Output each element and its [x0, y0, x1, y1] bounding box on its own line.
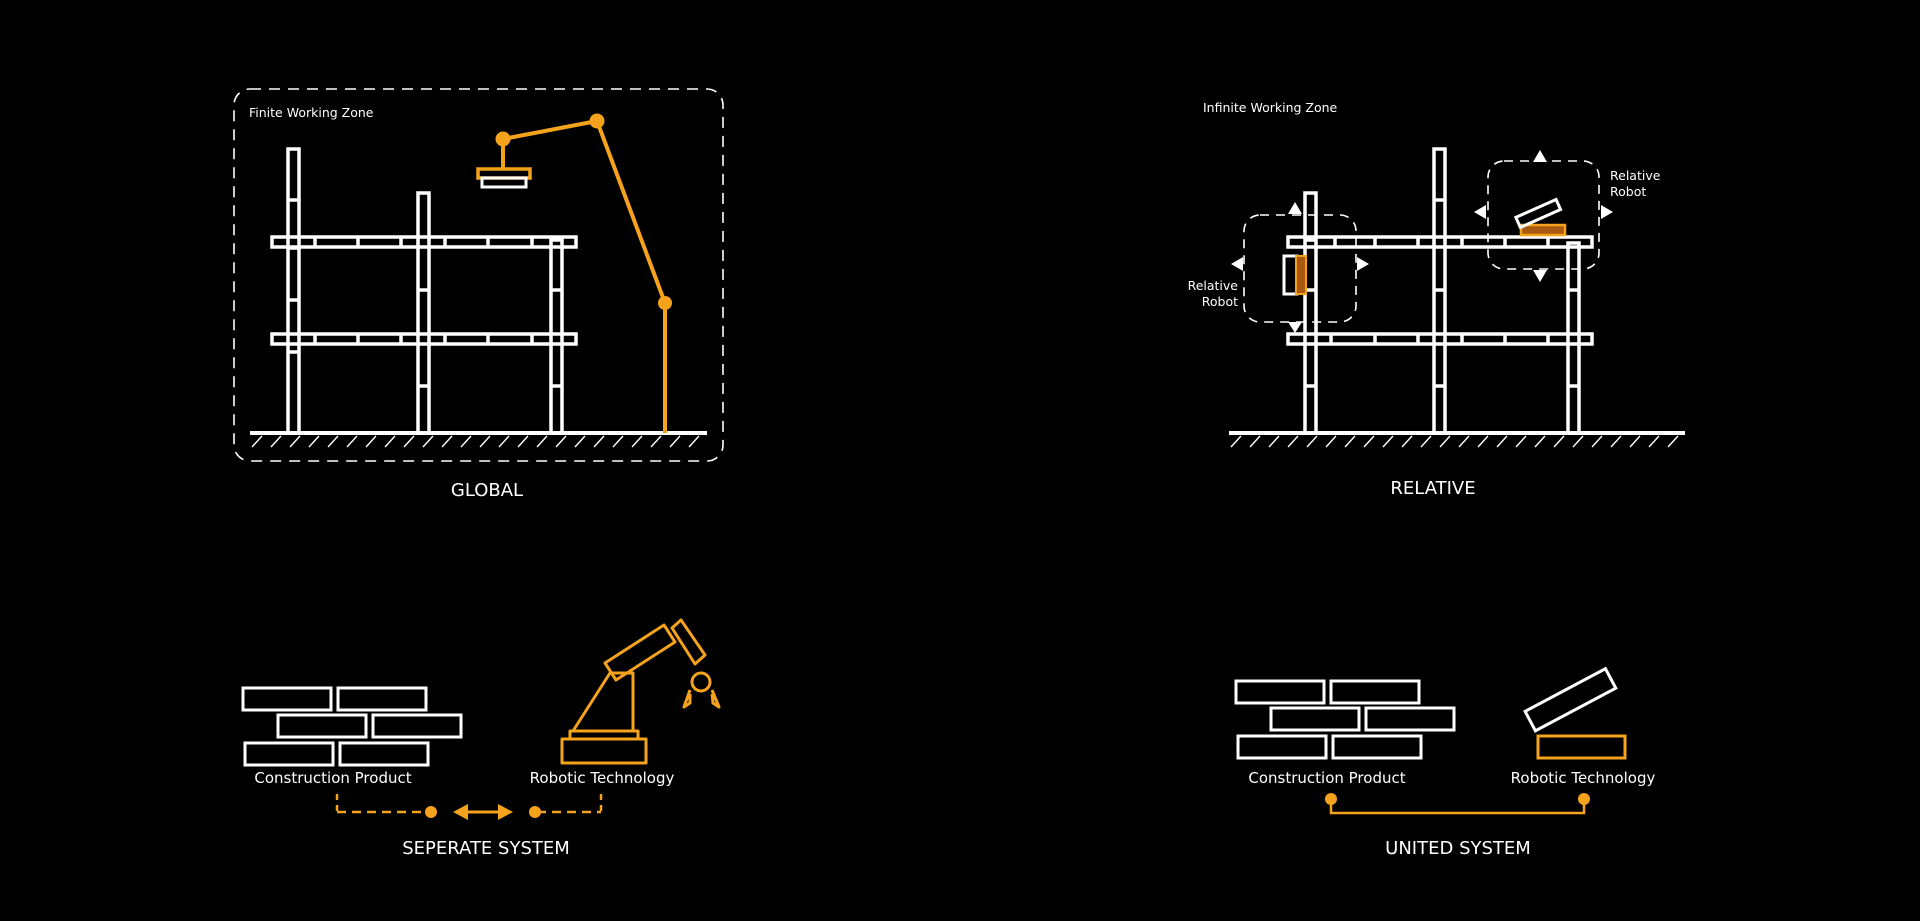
global-diagram: Finite Working Zone — [233, 88, 724, 501]
united-connector-node-right — [1578, 793, 1590, 805]
united-connector — [1329, 799, 1586, 815]
infinite-working-zone-label: Infinite Working Zone — [1203, 100, 1338, 115]
separate-system-diagram: Construction Product Robotic Technology … — [241, 618, 721, 859]
relative-robot-left-label-line1: Relative — [1188, 278, 1239, 293]
united-system-caption: UNITED SYSTEM — [1385, 838, 1531, 859]
separate-construction-product-label: Construction Product — [254, 769, 411, 787]
united-brick-stack — [1234, 679, 1456, 760]
relative-robot-right: Relative Robot — [1474, 150, 1661, 282]
separate-system-caption: SEPERATE SYSTEM — [402, 838, 570, 859]
separate-connector — [335, 794, 603, 814]
arrow-up-icon — [1533, 150, 1547, 162]
global-caption: GLOBAL — [451, 480, 523, 501]
global-building-frame — [270, 147, 578, 435]
finite-working-zone-label: Finite Working Zone — [249, 105, 374, 120]
united-robot-icon — [1523, 666, 1627, 760]
united-robotic-technology-label: Robotic Technology — [1511, 769, 1656, 787]
separate-brick-stack — [241, 686, 463, 767]
relative-building-frame — [1286, 147, 1594, 435]
relative-caption: RELATIVE — [1390, 478, 1475, 499]
arrow-left-icon — [453, 804, 468, 820]
arrow-up-icon — [1288, 202, 1302, 214]
arrow-down-icon — [1288, 322, 1302, 333]
separate-connector-node-left — [425, 806, 437, 818]
relative-robot-left: Relative Robot — [1188, 202, 1369, 333]
arrow-right-icon — [498, 804, 513, 820]
arrow-left-icon — [1231, 257, 1243, 271]
separate-connector-node-right — [529, 806, 541, 818]
separate-robotic-technology-label: Robotic Technology — [530, 769, 675, 787]
separate-robot-arm-icon — [560, 618, 721, 765]
relative-robot-right-label-line1: Relative — [1610, 168, 1661, 183]
arrow-right-icon — [1601, 205, 1613, 219]
relative-robot-right-label-line2: Robot — [1610, 184, 1646, 199]
relative-diagram: Infinite Working Zone — [1188, 100, 1685, 499]
united-construction-product-label: Construction Product — [1248, 769, 1405, 787]
united-connector-node-left — [1325, 793, 1337, 805]
relative-robot-left-label-line2: Robot — [1202, 294, 1238, 309]
global-crane-robot — [476, 113, 672, 433]
arrow-left-icon — [1474, 205, 1486, 219]
arrow-down-icon — [1533, 270, 1547, 282]
relative-robot-right-zone — [1487, 160, 1600, 270]
global-ground — [250, 431, 707, 448]
relative-ground — [1229, 431, 1685, 448]
arrow-right-icon — [1357, 257, 1369, 271]
united-system-diagram: Construction Product Robotic Technology … — [1234, 666, 1656, 859]
finite-working-zone-boundary — [233, 88, 724, 462]
